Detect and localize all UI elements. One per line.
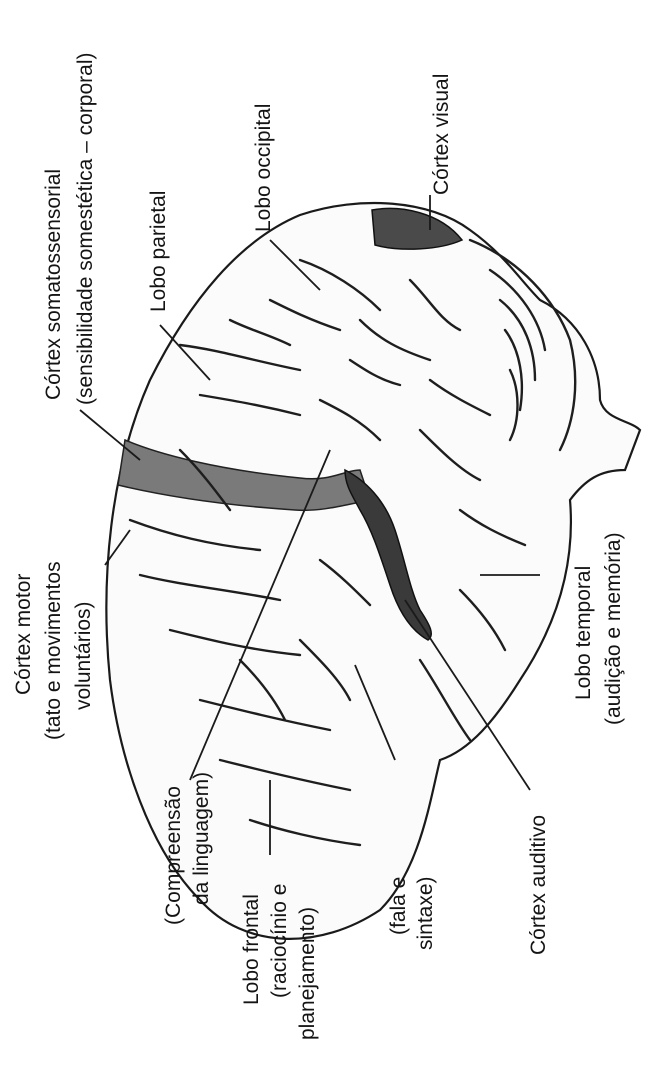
label-cortex-auditivo: Córtex auditivo bbox=[527, 815, 550, 955]
label-cortex-motor: Córtex motor bbox=[12, 574, 35, 695]
label-lobo-occipital: Lobo occipital bbox=[252, 104, 275, 232]
label-audicao-memoria: (audição e memória) bbox=[602, 532, 625, 725]
label-cortex-somatossensorial: Córtex somatossensorial bbox=[42, 169, 65, 400]
label-fala: (fala e bbox=[387, 877, 410, 935]
label-cortex-visual: Córtex visual bbox=[430, 74, 453, 195]
label-da-linguagem: da linguagem) bbox=[190, 772, 213, 905]
label-raciocinio: (raciocínio e bbox=[268, 884, 291, 998]
label-sintaxe: sintaxe) bbox=[414, 876, 437, 950]
label-lobo-parietal: Lobo parietal bbox=[147, 191, 170, 312]
label-compreensao: (Compreensão bbox=[162, 786, 185, 925]
label-lobo-frontal: Lobo frontal bbox=[240, 894, 263, 1005]
label-tato-movimentos: (tato e movimentos bbox=[42, 561, 65, 740]
label-lobo-temporal: Lobo temporal bbox=[572, 566, 595, 700]
label-sensibilidade: (sensibilidade somestética – corporal) bbox=[74, 53, 97, 406]
visual-cortex-region bbox=[372, 209, 462, 250]
label-voluntarios: voluntários) bbox=[72, 601, 95, 710]
brain-outline bbox=[106, 203, 640, 939]
label-planejamento: planejamento) bbox=[296, 907, 319, 1040]
